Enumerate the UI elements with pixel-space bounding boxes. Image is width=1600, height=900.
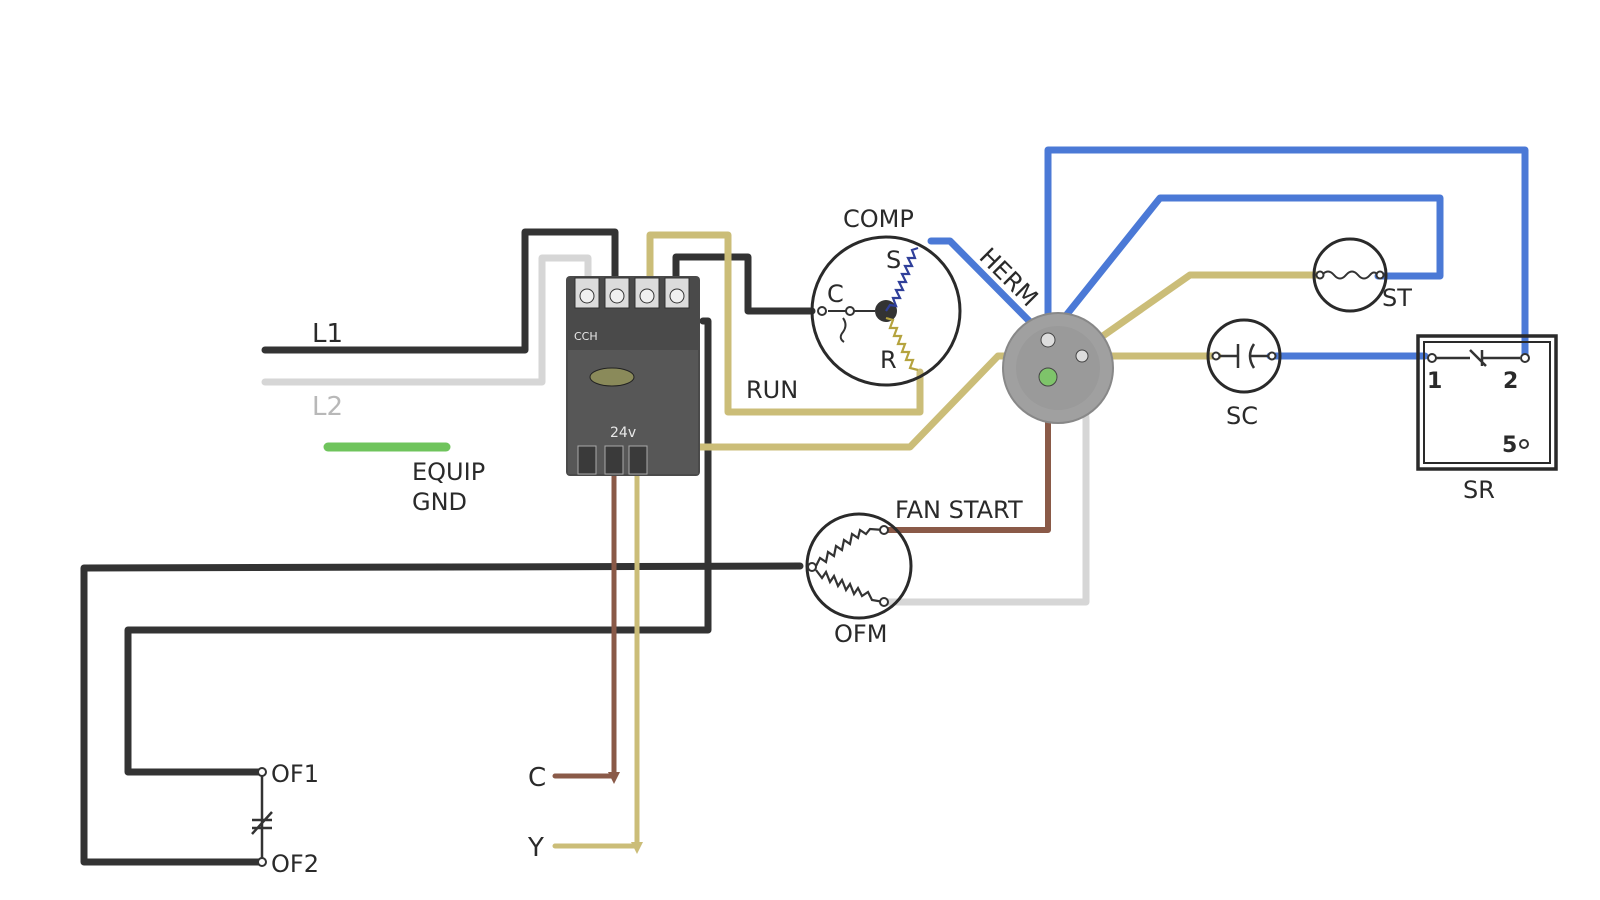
comp-label: COMP bbox=[843, 205, 914, 233]
terminal-c-inner bbox=[845, 306, 855, 316]
herm-terminal[interactable] bbox=[1040, 332, 1056, 348]
of2-terminal[interactable] bbox=[257, 857, 267, 867]
contactor-window bbox=[589, 367, 635, 387]
terminal-c[interactable] bbox=[817, 306, 827, 316]
ofm-terminal-start bbox=[879, 525, 889, 535]
contactor[interactable]: CCH 24v bbox=[566, 276, 700, 476]
herm-start-wire bbox=[927, 237, 1052, 344]
compressor-circle bbox=[810, 235, 962, 387]
screw-icon bbox=[639, 288, 655, 304]
ofm-terminal-run bbox=[807, 562, 817, 572]
coil-terminal-1[interactable] bbox=[577, 445, 597, 475]
start-capacitor[interactable]: SC bbox=[1206, 318, 1282, 430]
start-relay[interactable]: 1 2 5 SR bbox=[1416, 334, 1558, 504]
s-label: S bbox=[886, 246, 901, 274]
sc-terminal-right bbox=[1267, 351, 1277, 361]
of-switch-contact-icon bbox=[251, 811, 273, 835]
sr-2-label: 2 bbox=[1503, 369, 1518, 394]
coil-terminal-3[interactable] bbox=[628, 445, 648, 475]
of-switch[interactable]: OF1 OF2 bbox=[251, 760, 319, 878]
run-wire bbox=[646, 231, 924, 416]
cch-label: CCH bbox=[574, 330, 598, 343]
sc-circle bbox=[1206, 318, 1282, 394]
c-arrow-icon bbox=[608, 772, 620, 784]
fan-start-label: FAN START bbox=[895, 496, 1023, 524]
sr-terminal-5[interactable] bbox=[1519, 439, 1529, 449]
sr-top-wire bbox=[1044, 146, 1529, 362]
sr-label: SR bbox=[1463, 476, 1495, 504]
ofm-upper-winding bbox=[815, 527, 885, 567]
ofm-terminal-common bbox=[879, 597, 889, 607]
thermostat-y-wire bbox=[552, 453, 640, 849]
sr-5-label: 5 bbox=[1502, 433, 1517, 458]
sr-terminal-2[interactable] bbox=[1520, 353, 1530, 363]
st-element-icon bbox=[1321, 270, 1379, 280]
of1-label: OF1 bbox=[271, 760, 319, 788]
compressor[interactable]: COMP C S R bbox=[810, 205, 962, 387]
l1-label: L1 bbox=[312, 319, 343, 349]
st-circle bbox=[1312, 237, 1388, 313]
c-label: C bbox=[827, 280, 844, 308]
fan-start-wire bbox=[881, 374, 1051, 533]
thermostat-c-wire bbox=[552, 453, 617, 779]
capacitor-inner bbox=[1016, 326, 1100, 410]
thermostat-y-label: Y bbox=[527, 833, 544, 863]
ofm-label: OFM bbox=[834, 620, 887, 648]
screw-icon bbox=[669, 288, 685, 304]
sc-label: SC bbox=[1226, 402, 1258, 430]
l2-label: L2 bbox=[312, 392, 343, 422]
r-label: R bbox=[880, 346, 897, 374]
st-blue-wire bbox=[1044, 194, 1444, 342]
st-label: ST bbox=[1382, 284, 1412, 312]
sr-1-label: 1 bbox=[1427, 369, 1442, 394]
of1-terminal[interactable] bbox=[257, 767, 267, 777]
l2-wire bbox=[261, 254, 592, 386]
sr-terminal-1[interactable] bbox=[1427, 353, 1437, 363]
outdoor-fan-motor[interactable]: OFM bbox=[805, 512, 913, 648]
start-thermistor[interactable]: ST bbox=[1312, 237, 1412, 313]
thermostat-c-label: C bbox=[528, 763, 546, 793]
run-capacitor[interactable] bbox=[1002, 312, 1114, 424]
sc-plates-icon bbox=[1218, 343, 1272, 369]
fan-terminal[interactable] bbox=[1038, 367, 1058, 387]
sr-box-inner bbox=[1423, 341, 1551, 464]
24v-label: 24v bbox=[610, 425, 636, 441]
overload-icon bbox=[839, 317, 847, 343]
of-loop-wire-inner bbox=[124, 317, 712, 776]
ofm-circle bbox=[805, 512, 913, 620]
run-winding bbox=[885, 316, 919, 372]
screw-icon bbox=[579, 288, 595, 304]
y-arrow-icon bbox=[631, 842, 643, 854]
comp-common-wire bbox=[672, 253, 816, 315]
equip-label: EQUIP bbox=[412, 458, 485, 486]
cap-herm-wire bbox=[628, 316, 1222, 451]
run-label: RUN bbox=[746, 376, 798, 404]
st-terminal-right bbox=[1375, 270, 1385, 280]
coil-terminal-2[interactable] bbox=[604, 445, 624, 475]
st-terminal-left bbox=[1315, 270, 1325, 280]
screw-icon bbox=[609, 288, 625, 304]
sr-contact-icon bbox=[1432, 349, 1520, 367]
start-winding bbox=[885, 246, 919, 312]
sr-box-outer bbox=[1416, 334, 1558, 471]
l1-wire bbox=[261, 228, 619, 354]
gnd-label: GND bbox=[412, 488, 467, 516]
sc-terminal-left bbox=[1211, 351, 1221, 361]
common-terminal[interactable] bbox=[1075, 349, 1089, 363]
of-loop-wire-outer bbox=[80, 562, 804, 866]
of2-label: OF2 bbox=[271, 850, 319, 878]
st-wire bbox=[1076, 271, 1324, 356]
ofm-lower-winding bbox=[815, 569, 885, 604]
